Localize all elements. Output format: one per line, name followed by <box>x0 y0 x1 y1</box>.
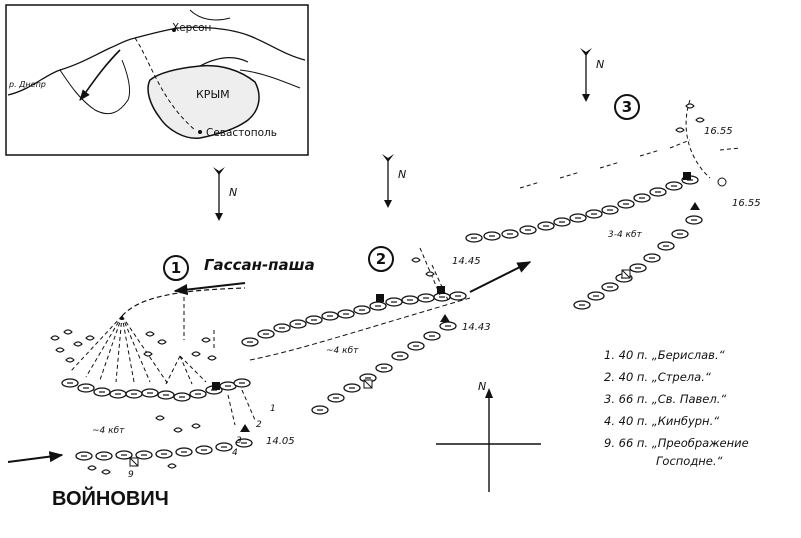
inset-river-label: р. Днепр <box>9 80 46 89</box>
legend: 1. 40 п. „Берислав.“ 2. 40 п. „Стрела.“ … <box>604 344 749 472</box>
phase-1-label: Гассан-паша <box>204 256 315 274</box>
inset-city-kherson: Херсон <box>172 22 212 34</box>
legend-item: 2. 40 п. „Стрела.“ <box>604 370 711 384</box>
phase2-lines <box>241 247 532 415</box>
commander-label: ВОЙНОВИЧ <box>52 488 169 510</box>
north-label-3: N <box>596 58 605 71</box>
phase1-turkish-line <box>61 282 256 426</box>
inset-map <box>5 4 309 156</box>
north-label-1: N <box>229 186 238 199</box>
legend-item: Господне.“ <box>656 454 723 468</box>
ship-number: 1 <box>270 404 276 414</box>
north-label-2: N <box>398 168 407 181</box>
ship-number: 3 <box>236 436 242 446</box>
distance-label: ~4 кбт <box>92 426 125 436</box>
north-arrow-3 <box>579 47 593 103</box>
time-label: 14.43 <box>462 322 491 333</box>
ship-number: 2 <box>256 420 262 430</box>
time-label: 16.55 <box>732 198 761 209</box>
time-label: 14.45 <box>452 256 481 267</box>
phase-marker-1: 1 <box>163 255 189 281</box>
compass-cross <box>436 388 541 492</box>
ship-number: 4 <box>232 448 238 458</box>
legend-item: 4. 40 п. „Кинбурн.“ <box>604 414 720 428</box>
time-label: 14.05 <box>266 436 295 447</box>
phase-marker-2: 2 <box>368 246 394 272</box>
inset-region-crimea: КРЫМ <box>196 88 230 101</box>
distance-label: ~4 кбт <box>326 346 359 356</box>
phase1-russian-line <box>7 424 253 467</box>
inset-city-sevastopol: Севастополь <box>206 127 277 139</box>
north-label-compass: N <box>478 380 487 393</box>
distance-label: 3-4 кбт <box>608 230 642 240</box>
phase-marker-3: 3 <box>614 94 640 120</box>
ship-number: 9 <box>128 470 134 480</box>
legend-item: 9. 66 п. „Преображение <box>604 436 749 450</box>
time-label: 16.55 <box>704 126 733 137</box>
legend-item: 1. 40 п. „Берислав.“ <box>604 348 725 362</box>
phase3-lines <box>465 99 741 310</box>
north-arrow-1 <box>212 166 226 222</box>
legend-item: 3. 66 п. „Св. Павел.“ <box>604 392 727 406</box>
north-arrow-2 <box>381 153 395 209</box>
